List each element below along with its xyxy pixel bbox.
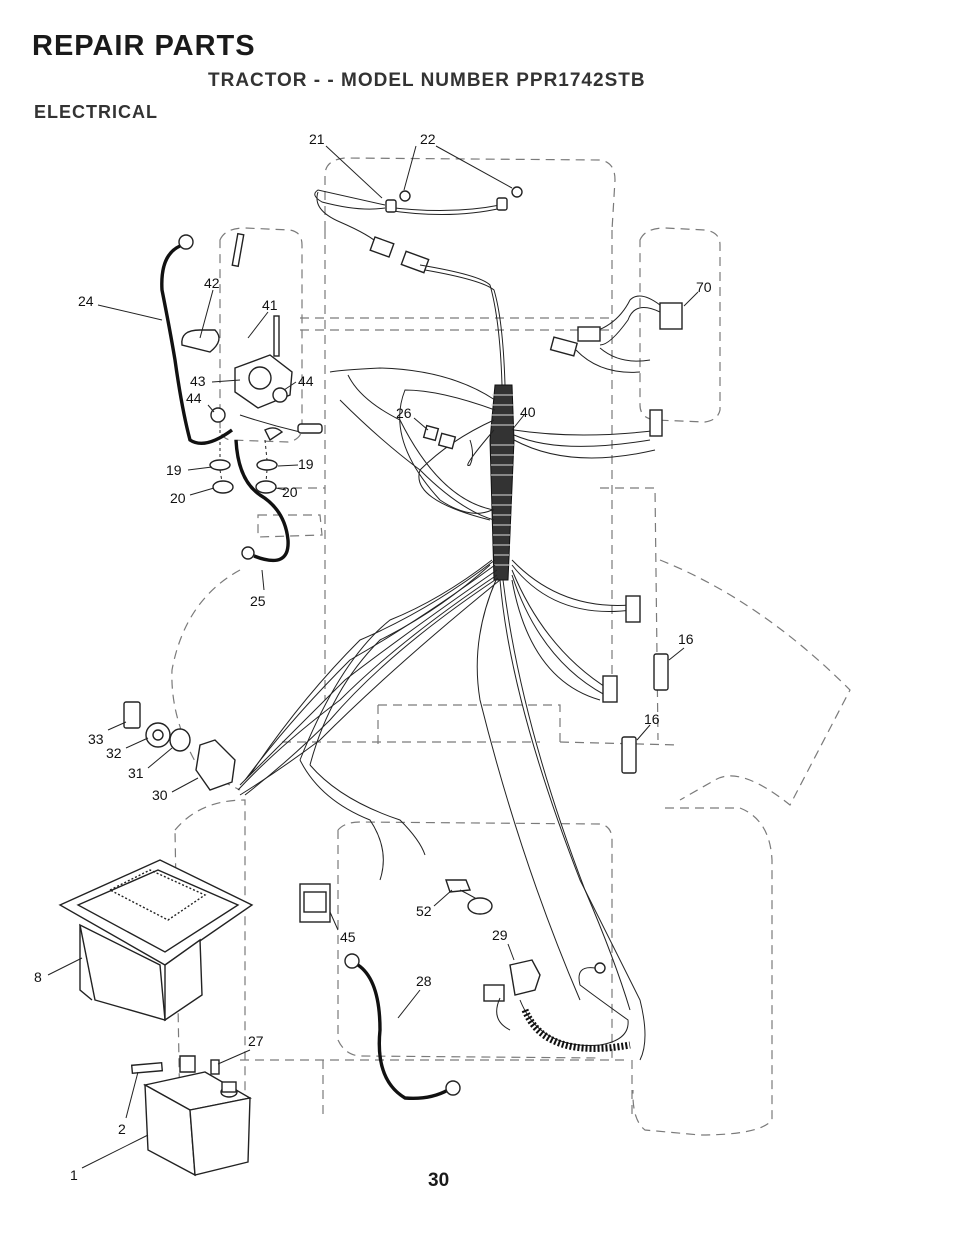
part-70-connector (549, 295, 683, 437)
callout-16a: 16 (678, 631, 694, 647)
page-title: REPAIR PARTS (32, 30, 256, 62)
callout-42: 42 (204, 275, 220, 291)
callout-52: 52 (416, 903, 432, 919)
callout-19b: 19 (298, 456, 314, 472)
callout-28: 28 (416, 973, 432, 989)
ignition-switch (123, 701, 236, 791)
battery (130, 1055, 252, 1177)
callout-30: 30 (152, 787, 168, 803)
callout-21: 21 (309, 131, 325, 147)
callout-8: 8 (34, 969, 42, 985)
part-26-connector (422, 424, 457, 450)
callout-26: 26 (396, 405, 412, 421)
callout-20b: 20 (282, 484, 298, 500)
callout-41: 41 (262, 297, 278, 313)
battery-box (58, 859, 254, 1022)
callout-33: 33 (88, 731, 104, 747)
callout-45: 45 (340, 929, 356, 945)
callout-43: 43 (190, 373, 206, 389)
harness-wires (237, 367, 661, 1061)
callout-32: 32 (106, 745, 122, 761)
callout-29: 29 (492, 927, 508, 943)
leader-lines (47, 145, 699, 1169)
tractor-frame-outline (171, 157, 851, 1141)
callout-44b: 44 (298, 373, 314, 389)
callout-27: 27 (248, 1033, 264, 1049)
callout-24: 24 (78, 293, 94, 309)
harness-loom (489, 384, 515, 581)
callout-70: 70 (696, 279, 712, 295)
callout-25: 25 (250, 593, 266, 609)
model-subtitle: TRACTOR - - MODEL NUMBER PPR1742STB (208, 70, 646, 91)
battery-cables (160, 234, 461, 1101)
callout-20a: 20 (170, 490, 186, 506)
callout-44a: 44 (186, 390, 202, 406)
callout-40: 40 (520, 404, 536, 420)
callout-2: 2 (118, 1121, 126, 1137)
headlight-harness (314, 186, 523, 386)
callout-16b: 16 (644, 711, 660, 727)
callout-31: 31 (128, 765, 144, 781)
coil-cord (519, 962, 631, 1052)
part-16-connectors (602, 595, 669, 774)
callout-22: 22 (420, 131, 436, 147)
callout-1: 1 (70, 1167, 78, 1183)
page-number: 30 (428, 1170, 450, 1191)
switches-and-meter (299, 879, 541, 1031)
section-heading: ELECTRICAL (34, 102, 158, 122)
callout-19a: 19 (166, 462, 182, 478)
solenoid-assembly (181, 232, 323, 494)
